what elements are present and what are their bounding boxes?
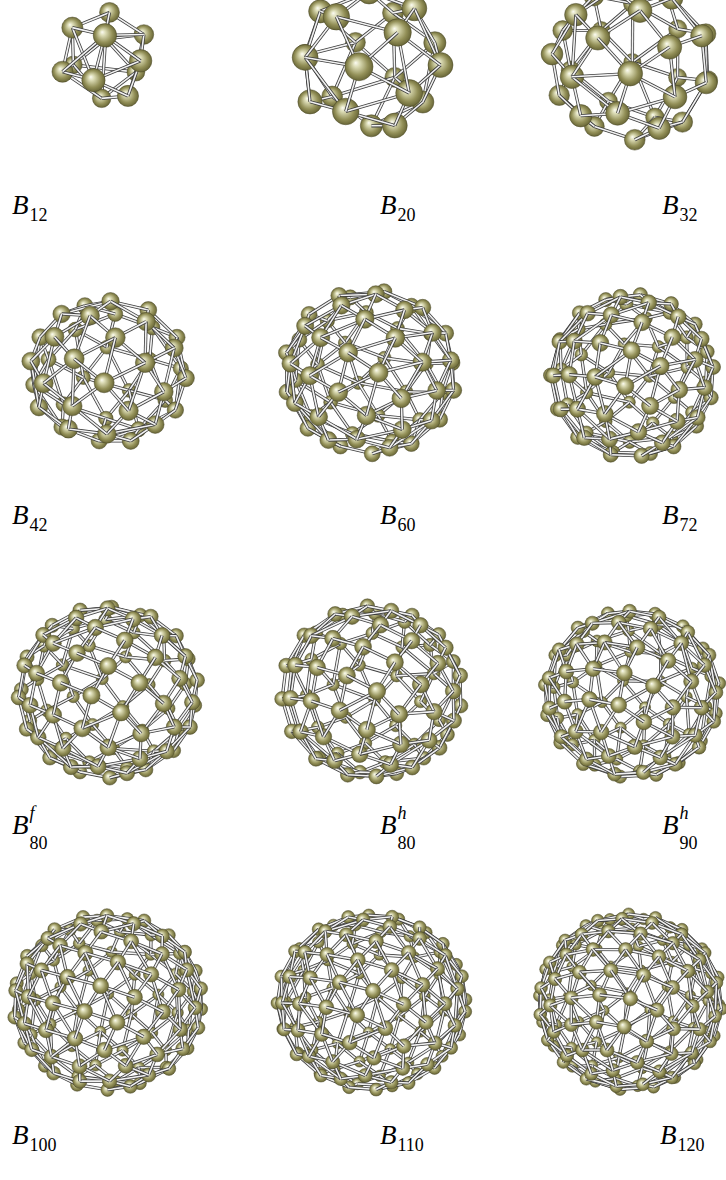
atom-sphere	[301, 367, 319, 385]
atom-sphere	[357, 0, 381, 4]
boron-cluster	[292, 0, 453, 138]
boron-atom	[357, 0, 381, 4]
boron-atom	[94, 373, 114, 393]
atom-sphere	[82, 68, 105, 91]
boron-atom	[386, 329, 405, 348]
atom-sphere	[94, 373, 114, 393]
boron-atom	[624, 129, 645, 150]
boron-atom	[396, 80, 423, 107]
boron-cluster	[543, 288, 720, 464]
boron-atom	[618, 61, 643, 86]
boron-atom	[339, 343, 358, 362]
boron-atom	[93, 24, 116, 47]
boron-cluster	[52, 2, 154, 107]
atom-sphere	[345, 53, 373, 81]
atom-sphere	[369, 363, 388, 382]
atom-sphere	[386, 329, 405, 348]
atom-sphere	[396, 80, 423, 107]
atom-sphere	[624, 129, 645, 150]
boron-cluster	[541, 0, 717, 150]
atom-sphere	[93, 24, 116, 47]
atom-sphere	[339, 343, 358, 362]
boron-atom	[301, 367, 319, 385]
boron-cluster	[22, 293, 195, 450]
boron-cluster	[278, 284, 461, 462]
atom-sphere	[618, 61, 643, 86]
boron-atom	[369, 363, 388, 382]
boron-atom	[345, 53, 373, 81]
boron-atom	[82, 68, 105, 91]
